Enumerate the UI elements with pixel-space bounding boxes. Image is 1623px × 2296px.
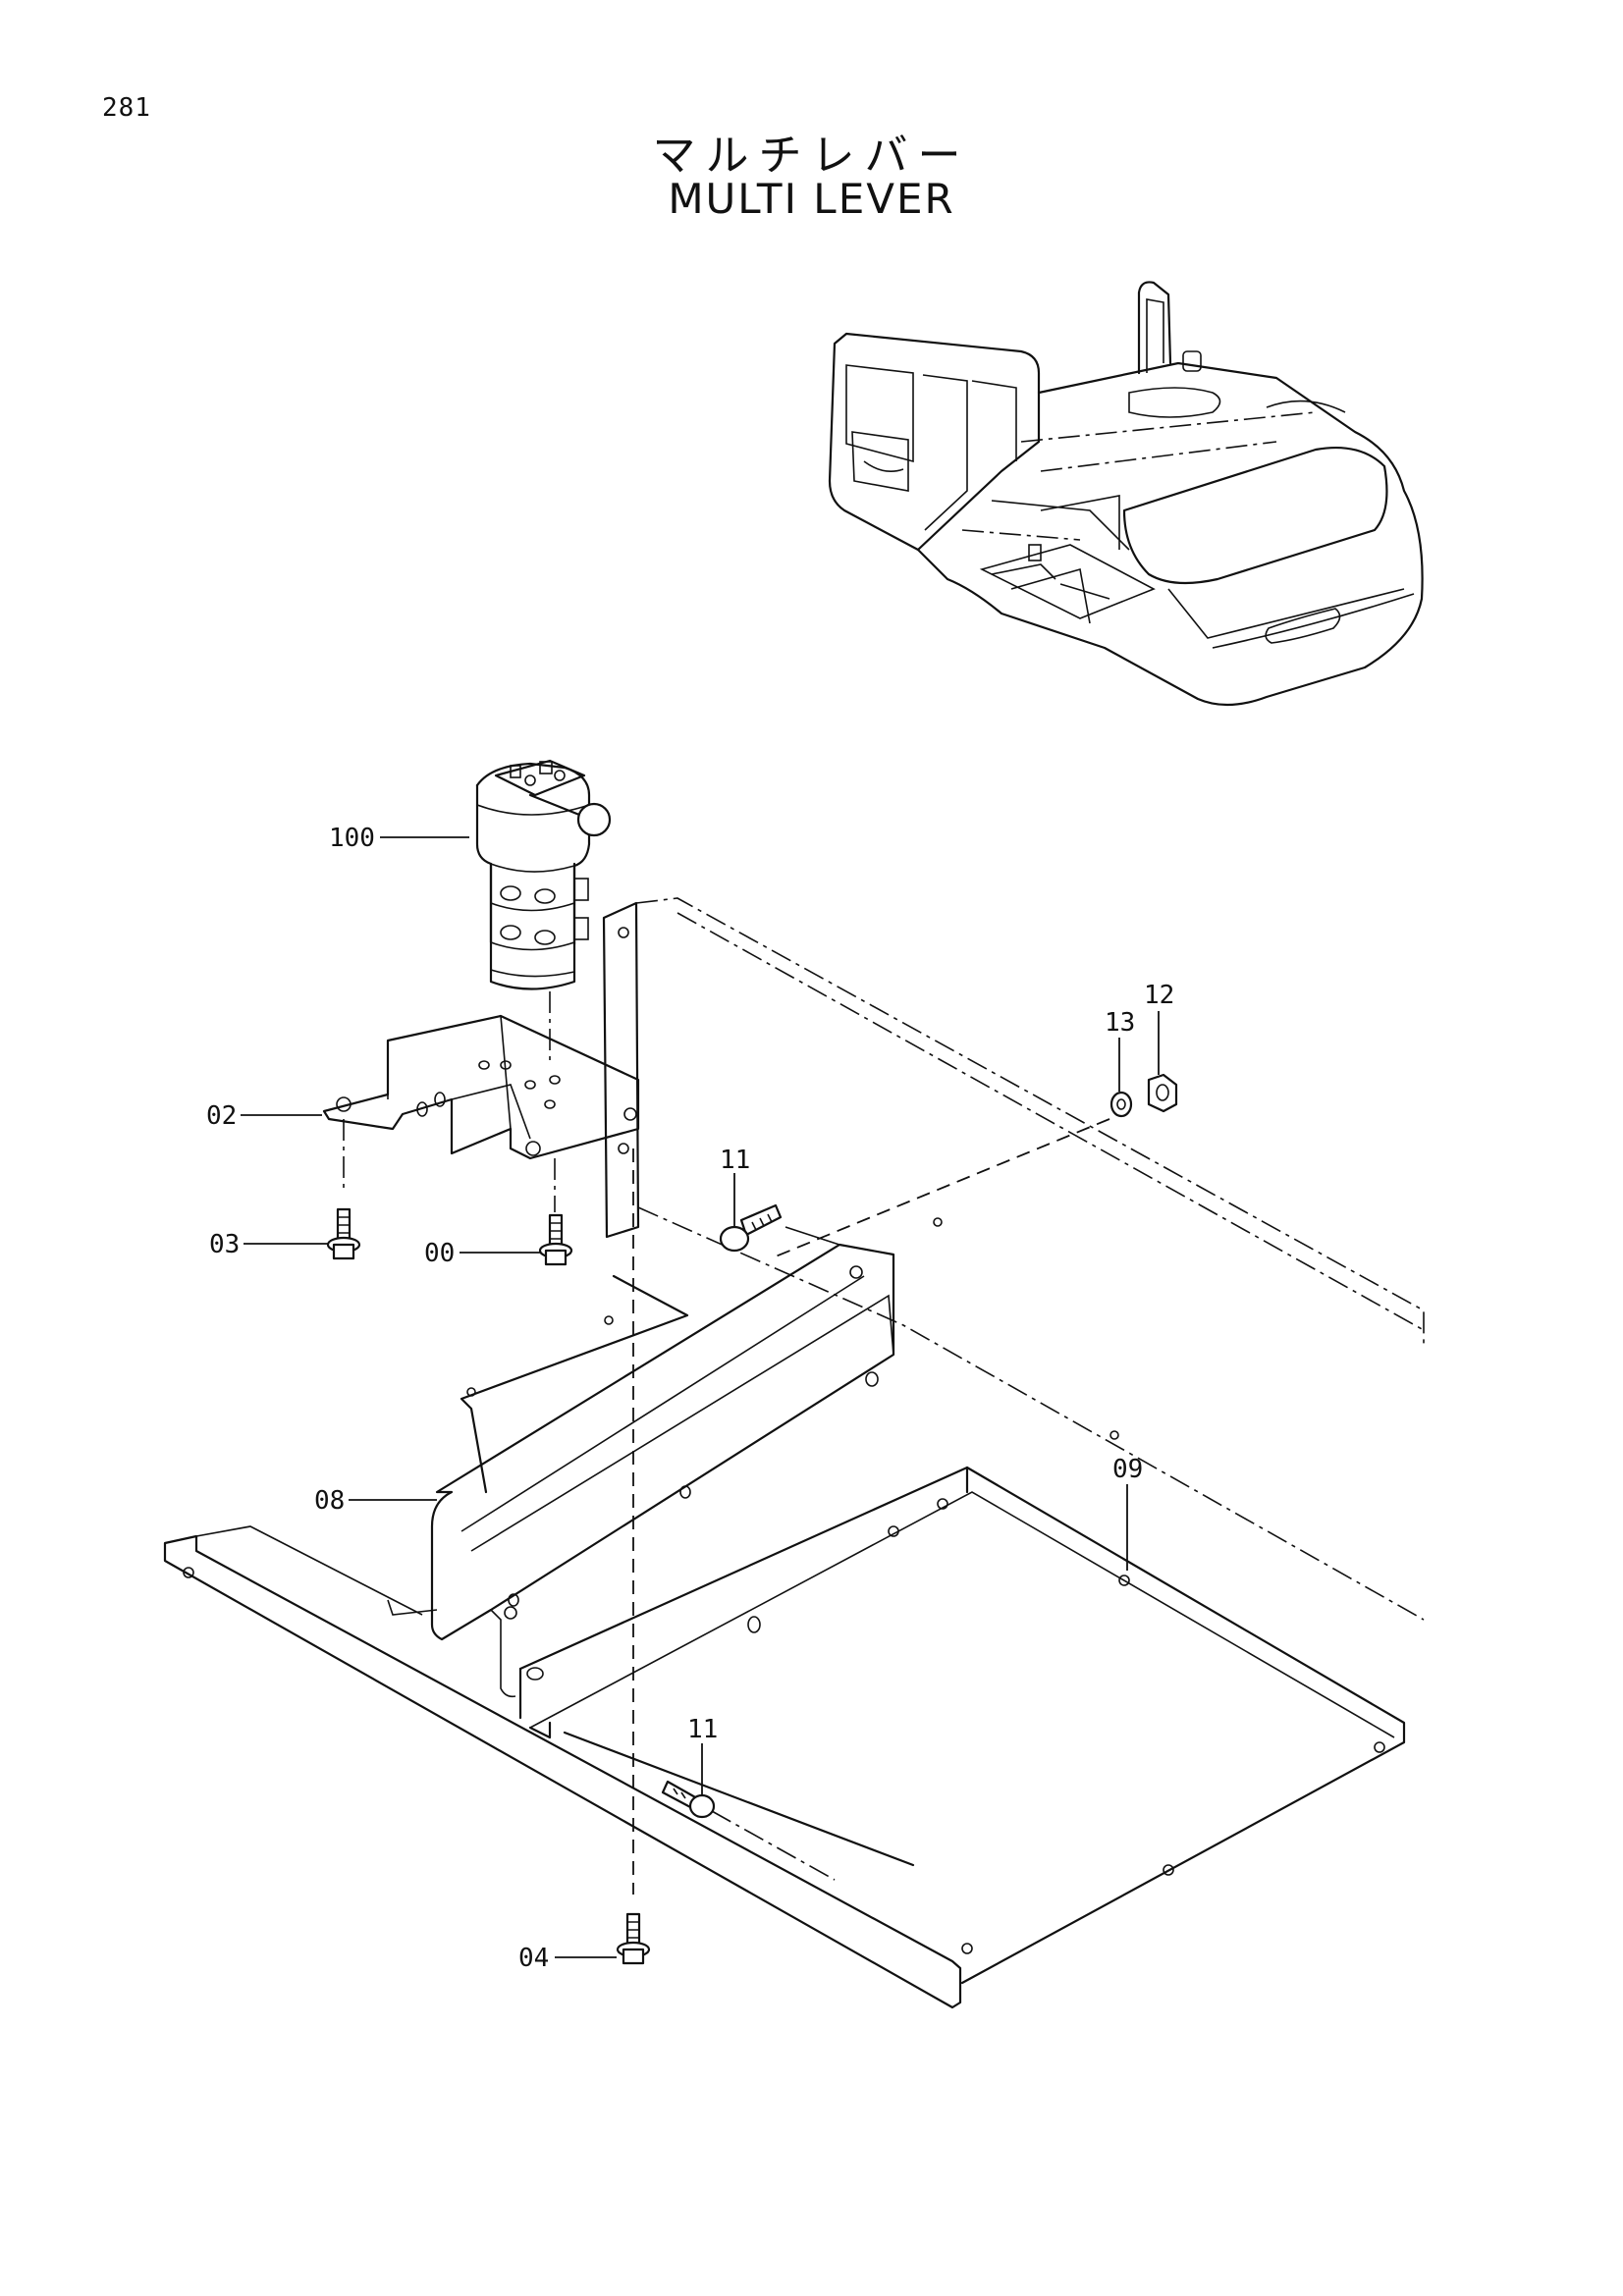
washer-13 [1109, 1091, 1133, 1118]
mounting-bracket [322, 1014, 640, 1212]
title-japanese: マルチレバー [652, 131, 971, 181]
nut-12 [1147, 1073, 1178, 1113]
bolt-00 [538, 1213, 573, 1266]
callout-02: 02 [206, 1101, 237, 1131]
support-rail [387, 1226, 895, 1698]
leader-lines [241, 836, 1160, 1958]
callout-03: 03 [209, 1230, 240, 1259]
callout-04: 04 [518, 1944, 549, 1973]
callout-100: 100 [329, 824, 375, 853]
bolt-11-lower [661, 1780, 836, 1881]
floor-frame-phantom [602, 897, 1425, 1621]
floor-plate-frame [163, 1466, 1406, 2009]
bolt-03 [326, 1207, 361, 1260]
multi-lever-valve [475, 759, 612, 1060]
fastener-axis-11-12 [775, 1118, 1110, 1257]
page-number: 281 [102, 93, 151, 123]
callout-11-lower: 11 [687, 1715, 718, 1744]
callout-00: 00 [424, 1239, 455, 1268]
bolt-11-upper [719, 1203, 783, 1253]
title-english: MULTI LEVER [668, 175, 955, 223]
callout-09: 09 [1112, 1455, 1143, 1484]
callout-11-upper: 11 [720, 1146, 750, 1175]
callout-08: 08 [314, 1486, 345, 1516]
callout-12: 12 [1144, 981, 1174, 1010]
excavator-overview-illustration [828, 281, 1424, 707]
bolt-04 [616, 1912, 651, 1965]
callout-13: 13 [1105, 1008, 1135, 1038]
